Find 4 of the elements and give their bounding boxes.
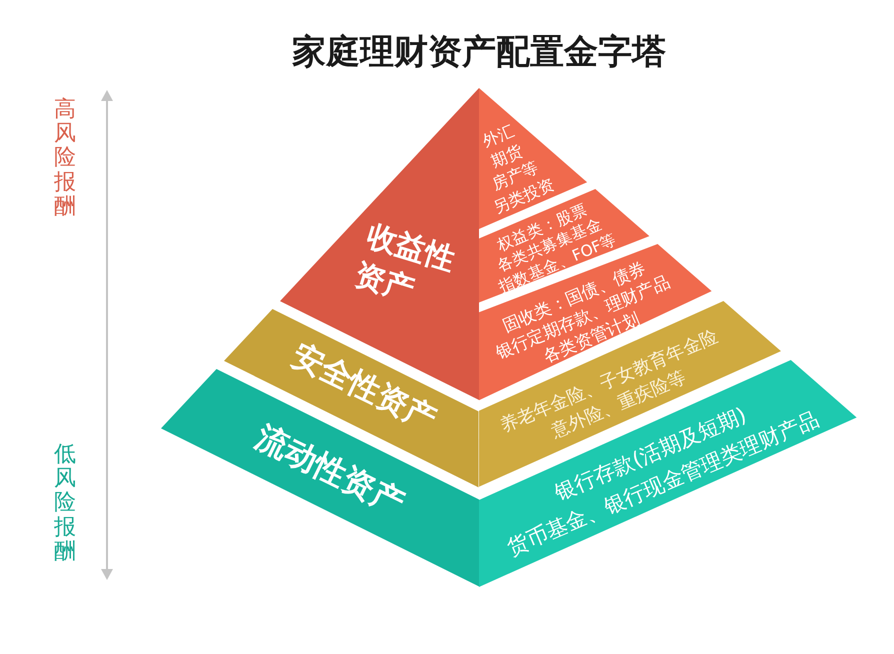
diagram-title: 家庭理财资产配置金字塔 [292, 32, 666, 73]
risk-return-label: 高风险报酬 [54, 98, 76, 219]
risk-return-label: 低风险报酬 [54, 443, 76, 564]
tier-label: 收益性资产 [350, 216, 460, 310]
